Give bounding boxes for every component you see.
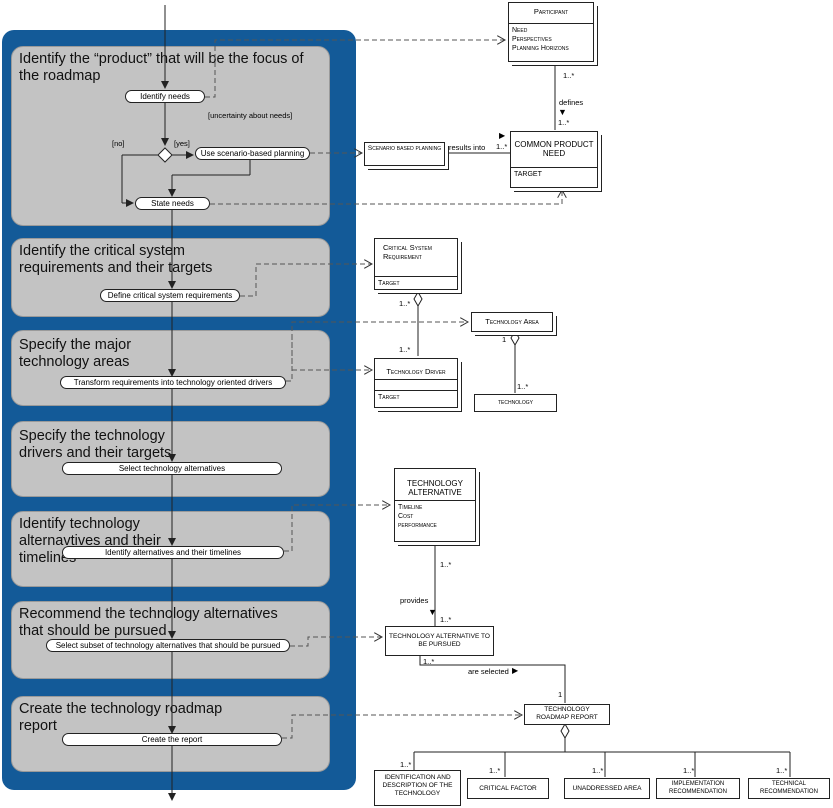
activity-identify-alternatives[interactable]: Identify alternatives and their timeline…: [62, 546, 284, 559]
attr: performance: [398, 522, 437, 529]
guard-yes: [yes]: [174, 139, 190, 148]
class-name: UNADDRESSED AREA: [572, 785, 642, 792]
activity-scenario-planning[interactable]: Use scenario-based planning: [195, 147, 310, 160]
direction-arrow: ▶: [512, 666, 519, 675]
attr: Target: [378, 280, 400, 287]
class-technical-recommendation: TECHNICAL RECOMMENDATION: [748, 778, 830, 799]
class-name: Technology Area: [485, 317, 539, 326]
phase-title: Identify the critical system requirement…: [19, 243, 213, 276]
attr: Target: [378, 394, 400, 401]
class-technology-roadmap-report: TECHNOLOGY ROADMAP REPORT: [524, 704, 610, 725]
class-scenario-planning: Scenario based planning: [364, 142, 445, 166]
activity-identify-needs[interactable]: Identify needs: [125, 90, 205, 103]
activity-select-alternatives[interactable]: Select technology alternatives: [62, 462, 282, 475]
multiplicity: 1..*: [563, 71, 575, 80]
multiplicity: 1..*: [423, 657, 435, 666]
phase-title: Identify technology alternavtives and th…: [19, 516, 161, 566]
phase-technology-alternatives: Identify technology alternavtives and th…: [11, 511, 330, 587]
phase-critical-requirements: Identify the critical system requirement…: [11, 238, 330, 317]
activity-select-subset[interactable]: Select subset of technology alternatives…: [46, 639, 290, 652]
multiplicity: 1..*: [489, 766, 501, 775]
class-technology: technology: [474, 394, 557, 412]
multiplicity: 1..*: [558, 118, 570, 127]
guard-no: [no]: [112, 139, 125, 148]
class-attributes: Need Perspectives Planning Horizons: [509, 23, 593, 55]
class-common-product-need: COMMON PRODUCT NEED TARGET: [510, 131, 598, 188]
multiplicity: 1..*: [517, 382, 529, 391]
attr: Cost: [398, 513, 414, 520]
class-name: Participant: [533, 7, 569, 16]
class-name: TECHNOLOGY ROADMAP REPORT: [536, 706, 598, 721]
assoc-results-into: results into: [449, 143, 486, 152]
attr: Timeline: [398, 504, 423, 511]
multiplicity: 1: [558, 690, 563, 699]
class-attributes: Target: [375, 390, 457, 404]
phase-title: Identify the “product” that will be the …: [19, 51, 304, 84]
multiplicity: 1..*: [496, 142, 508, 151]
class-critical-factor: CRITICAL FACTOR: [467, 778, 549, 799]
class-name: technology: [497, 397, 533, 406]
class-separator: [375, 379, 457, 390]
multiplicity: 1..*: [776, 766, 788, 775]
multiplicity: 1..*: [592, 766, 604, 775]
phase-title: Create the technology roadmap report: [19, 701, 223, 734]
activity-define-requirements[interactable]: Define critical system requirements: [100, 289, 240, 302]
class-name: Technology Driver: [386, 367, 446, 376]
attr: Need: [512, 27, 528, 34]
assoc-defines: defines: [559, 98, 584, 107]
class-unaddressed-area: UNADDRESSED AREA: [564, 778, 650, 799]
class-name: COMMON PRODUCT NEED: [514, 140, 594, 158]
class-attributes: Timeline Cost performance: [395, 500, 475, 532]
phase-technology-areas: Specify the major technology areas: [11, 330, 330, 406]
class-name: Critical System Requirement: [383, 243, 432, 261]
class-technology-driver: Technology Driver Target: [374, 358, 458, 408]
assoc-are-selected: are selected: [468, 667, 509, 676]
activity-create-report[interactable]: Create the report: [62, 733, 282, 746]
multiplicity: 1: [502, 335, 507, 344]
class-attributes: Target: [375, 276, 457, 290]
direction-arrow: ▼: [428, 607, 437, 617]
class-attributes: TARGET: [511, 167, 597, 181]
class-technology-alternative: TECHNOLOGY ALTERNATIVE Timeline Cost per…: [394, 468, 476, 542]
activity-transform-requirements[interactable]: Transform requirements into technology o…: [60, 376, 286, 389]
class-name: TECHNOLOGY ALTERNATIVE: [406, 479, 463, 497]
multiplicity: 1..*: [399, 345, 411, 354]
guard-uncertainty: [uncertainty about needs]: [208, 111, 293, 120]
initial-node: [161, 0, 169, 8]
class-technology-area: Technology Area: [471, 312, 553, 332]
multiplicity: 1..*: [440, 560, 452, 569]
class-identification: IDENTIFICATION AND DESCRIPTION OF THE TE…: [374, 770, 461, 806]
activity-state-needs[interactable]: State needs: [135, 197, 210, 210]
class-name: CRITICAL FACTOR: [479, 785, 537, 792]
multiplicity: 1..*: [399, 299, 411, 308]
class-name: TECHNOLOGY ALTERNATIVE TO BE PURSUED: [389, 633, 490, 648]
attr: TARGET: [514, 171, 542, 178]
multiplicity: 1..*: [400, 760, 412, 769]
class-name: Scenario based planning: [367, 145, 442, 152]
phase-title: Specify the major technology areas: [19, 337, 132, 370]
direction-arrow: ▶: [499, 131, 506, 140]
class-participant: Participant Need Perspectives Planning H…: [508, 2, 594, 62]
class-name: TECHNICAL RECOMMENDATION: [760, 781, 818, 795]
phase-title: Recommend the technology alternatives th…: [19, 606, 278, 639]
assoc-provides: provides: [400, 596, 429, 605]
direction-arrow: ▼: [558, 107, 567, 117]
class-name: IMPLEMENTATION RECOMMENDATION: [669, 781, 727, 795]
class-name: IDENTIFICATION AND DESCRIPTION OF THE TE…: [382, 774, 453, 797]
attr: Perspectives: [512, 36, 552, 43]
attr: Planning Horizons: [512, 45, 569, 52]
class-technology-alternative-pursued: TECHNOLOGY ALTERNATIVE TO BE PURSUED: [385, 626, 494, 656]
class-implementation-recommendation: IMPLEMENTATION RECOMMENDATION: [656, 778, 740, 799]
phase-title: Specify the technology drivers and their…: [19, 428, 172, 461]
multiplicity: 1..*: [683, 766, 695, 775]
class-critical-system-requirement: Critical System Requirement Target: [374, 238, 458, 290]
multiplicity: 1..*: [440, 615, 452, 624]
